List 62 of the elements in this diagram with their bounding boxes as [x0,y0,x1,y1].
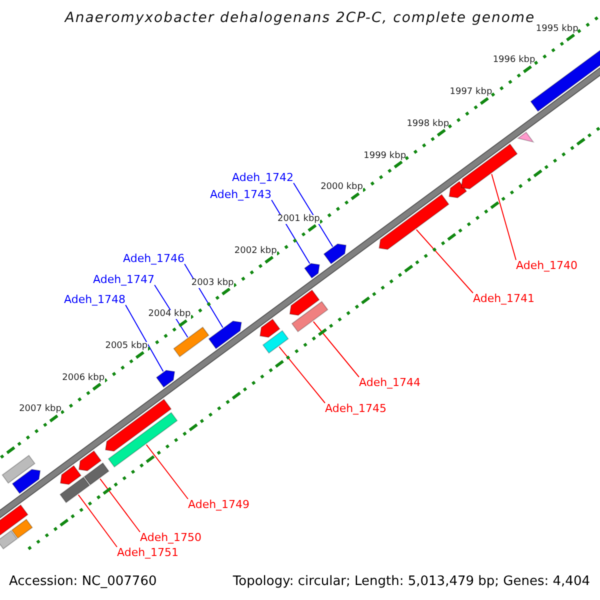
gene-block [460,143,518,190]
leader-line [416,229,474,294]
gene-block [260,318,280,338]
gene-block [60,465,82,485]
gene-label: Adeh_1744 [359,377,421,388]
tick-label: 2006 kbp [62,374,105,383]
gene-block [78,450,102,472]
tick-label: 2000 kbp [320,183,363,192]
tick-label: 2004 kbp [148,310,191,320]
gene-block [448,180,468,198]
gene-label: Adeh_1746 [123,253,185,264]
gene-block [12,468,41,494]
gene-block [304,263,320,279]
tick-label: 1997 kbp [450,88,492,98]
feature-bar [108,412,178,468]
gene-label: Adeh_1751 [117,547,179,558]
footer-text: Topology: circular; Length: 5,013,479 bp; Genes: 4,404 [232,575,590,588]
leader-line [271,200,310,264]
title: Anaeromyxobacter dehalogenans 2CP-C, complete genome [63,11,536,25]
gene-label: Adeh_1742 [232,172,294,183]
gene-block [289,289,320,316]
footer-text: Accession: NC_007760 [9,575,157,588]
leader-line [278,346,326,404]
feature-bar [173,326,210,358]
tick-label: 1995 kbp [536,24,578,34]
leader-line [100,478,140,532]
tick-label: 2002 kbp [234,246,277,256]
leader-line [125,304,164,372]
leader-line [184,264,224,328]
tick-label: 2005 kbp [105,342,148,351]
leader-line [491,174,516,260]
tick-label: 2007 kbp [19,405,62,414]
gene-label: Adeh_1743 [210,189,272,200]
gene-block [104,398,172,452]
gene-label: Adeh_1748 [64,294,126,305]
leader-line [146,444,188,500]
gene-block [378,194,450,250]
tick-label: 1996 kbp [492,56,536,66]
feature-bar [59,476,90,504]
gene-label: Adeh_1741 [473,293,535,304]
feature-bar [0,530,18,550]
gene-label: Adeh_1740 [516,260,578,271]
gene-block [323,243,347,264]
feature-bar [2,454,36,484]
gene-label: Adeh_1747 [93,274,155,285]
gene-label: Adeh_1745 [325,403,387,414]
tick-label: 2003 kbp [191,278,234,288]
gene-block [0,504,28,537]
feature-bar [84,462,110,486]
gene-block [156,370,176,388]
tick-label: 2001 kbp [277,215,320,224]
tick-label: 1998 kbp [406,120,450,129]
gene-label: Adeh_1749 [188,499,250,510]
gene-label: Adeh_1750 [140,532,202,543]
feature-bar [291,300,328,332]
feature-triangle [516,132,534,143]
feature-bar [11,518,33,539]
leader-line [293,182,334,248]
tick-label: 1999 kbp [364,152,406,161]
leader-line [78,494,118,548]
gene-block [208,320,242,350]
feature-bar [262,330,289,354]
